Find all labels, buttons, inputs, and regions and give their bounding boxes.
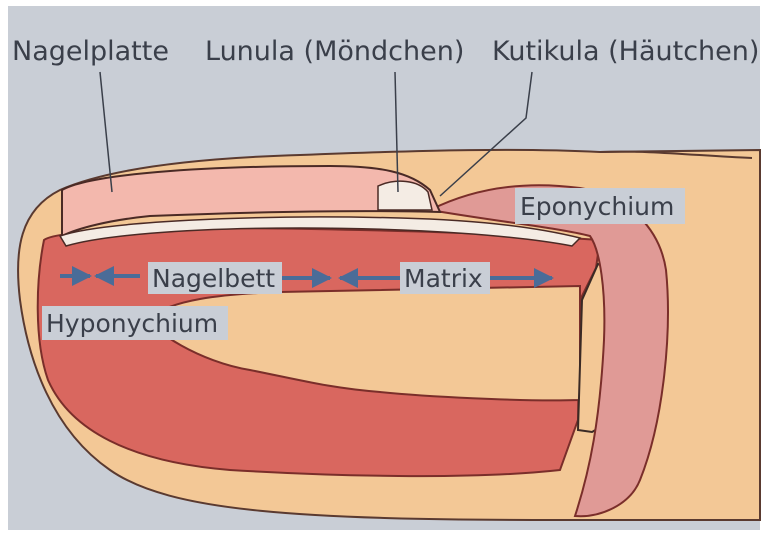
label-eponychium: Eponychium [520,192,674,221]
label-lunula: Lunula (Möndchen) [205,36,464,67]
label-hyponychium: Hyponychium [46,309,218,338]
label-matrix: Matrix [404,264,483,293]
label-kutikula: Kutikula (Häutchen) [492,36,759,67]
label-nagelplatte: Nagelplatte [12,36,169,67]
label-nagelbett: Nagelbett [152,264,275,293]
